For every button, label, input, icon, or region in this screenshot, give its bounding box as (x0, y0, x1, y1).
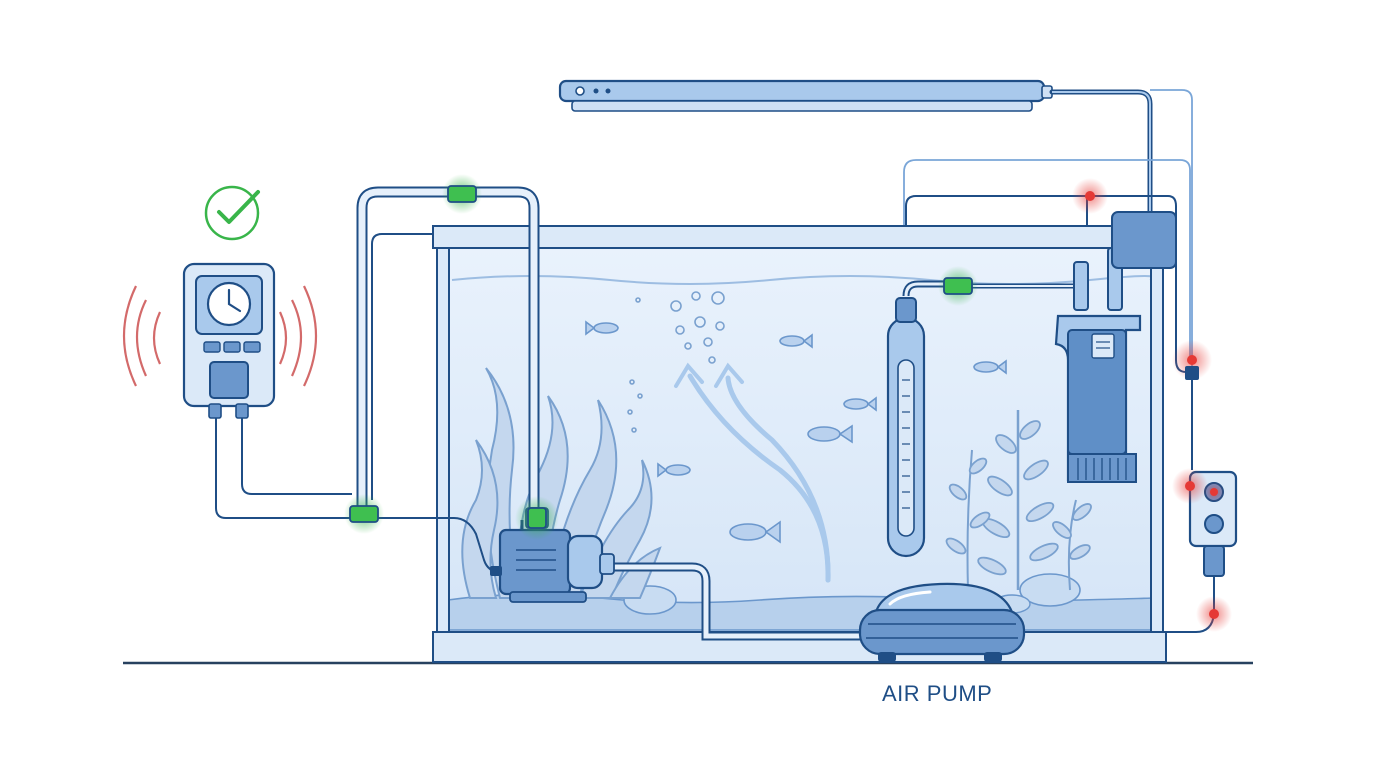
ok-connector-icon (442, 174, 482, 214)
fish-icon (729, 520, 781, 544)
checkmark-icon (204, 185, 260, 241)
fish-icon (779, 333, 813, 349)
tank-rim (432, 225, 1167, 249)
water-flow-arrows (674, 362, 831, 583)
fault-point-icon (1204, 482, 1224, 502)
fish-icon (807, 424, 853, 444)
air-pump-label: AIR PUMP (882, 681, 993, 706)
aquarium-heater (886, 280, 944, 558)
fault-point-icon (1072, 178, 1108, 214)
signal-wave-icon (290, 299, 303, 377)
rock (1019, 573, 1081, 607)
signal-wave-icon (135, 299, 148, 377)
fault-point-icon (1172, 340, 1212, 380)
fish-icon (585, 320, 619, 336)
connection-ok-indicators (344, 174, 978, 540)
ok-connector-icon (515, 496, 559, 540)
smart-timer-plug (122, 262, 318, 419)
timer-cables (215, 233, 501, 573)
ok-connector-icon (938, 266, 978, 306)
clock-icon (206, 281, 252, 327)
water-surface (451, 275, 1155, 285)
heater-cable (903, 159, 1191, 360)
fish-icon (973, 359, 1007, 375)
connection-fault-indicators (1072, 178, 1232, 632)
fish-icon (657, 462, 691, 478)
indicator-dot-icon (575, 86, 585, 96)
plant-right (945, 410, 1092, 591)
air-bubbles (627, 291, 725, 433)
fault-point-icon (1172, 468, 1208, 504)
fault-point-icon (1196, 596, 1232, 632)
fish-icon (843, 396, 877, 412)
light-cable-to-outlet (1150, 89, 1193, 470)
filter-cable (905, 195, 1177, 360)
air-pump (858, 582, 1215, 662)
led-light-bar (558, 79, 1053, 112)
ok-connector-icon (344, 494, 384, 534)
hang-on-filter (948, 211, 1177, 483)
